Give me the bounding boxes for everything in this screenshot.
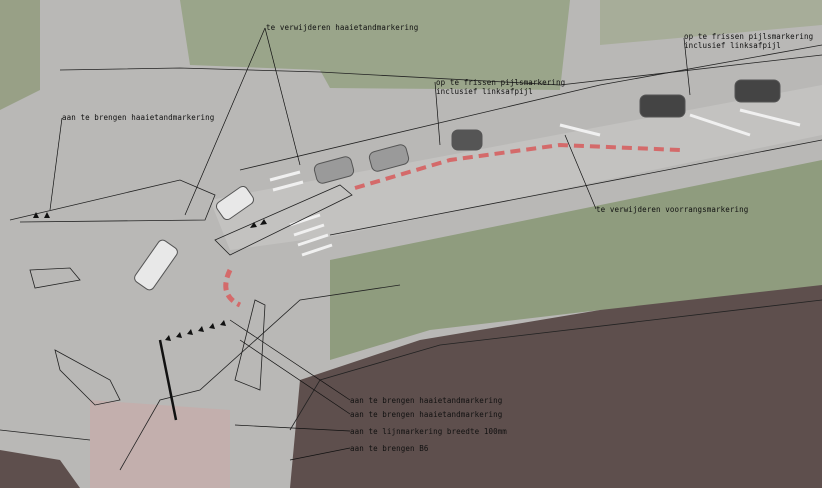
- label-remove-priority: te verwijderen voorrangsmarkering: [596, 205, 749, 214]
- label-line-1: op te frissen pijlsmarkering: [436, 78, 566, 87]
- label-add-line-marking: aan te lijnmarkering breedte 100mm: [350, 427, 507, 436]
- label-add-shark-teeth-1: aan te brengen haaietandmarkering: [350, 396, 503, 405]
- crosswalk: [269, 108, 801, 257]
- label-refresh-arrow-center: op te frissen pijlsmarkering inclusief l…: [436, 78, 565, 96]
- drawing-lines: [0, 44, 822, 471]
- main-road: [210, 85, 822, 250]
- label-refresh-arrow-right: op te frissen pijlsmarkering inclusief l…: [684, 32, 813, 50]
- label-add-b6: aan te brengen B6: [350, 444, 429, 453]
- label-add-shark-teeth-2: aan te brengen haaietandmarkering: [350, 410, 503, 419]
- water: [290, 285, 822, 488]
- cars: [134, 79, 781, 291]
- leader-lines: [49, 27, 691, 461]
- vegetation-left: [0, 0, 40, 110]
- red-path: [90, 400, 230, 488]
- vegetation-top: [180, 0, 570, 90]
- label-line-2: inclusief linksafpijl: [436, 87, 533, 96]
- water-left: [0, 450, 80, 488]
- vegetation-top-right: [600, 0, 822, 45]
- red-curve-marking: [223, 268, 242, 308]
- label-add-shark-teeth-left: aan te brengen haaietandmarkering: [62, 113, 215, 122]
- label-line-1: op te frissen pijlsmarkering: [684, 32, 814, 41]
- vegetation-bank: [330, 160, 822, 360]
- label-line-2: inclusief linksafpijl: [684, 41, 781, 50]
- stop-line: [158, 339, 178, 421]
- label-remove-shark-teeth-top: te verwijderen haaietandmarkering: [266, 23, 419, 32]
- shark-teeth: [33, 212, 267, 341]
- red-lane-marking: [354, 142, 681, 190]
